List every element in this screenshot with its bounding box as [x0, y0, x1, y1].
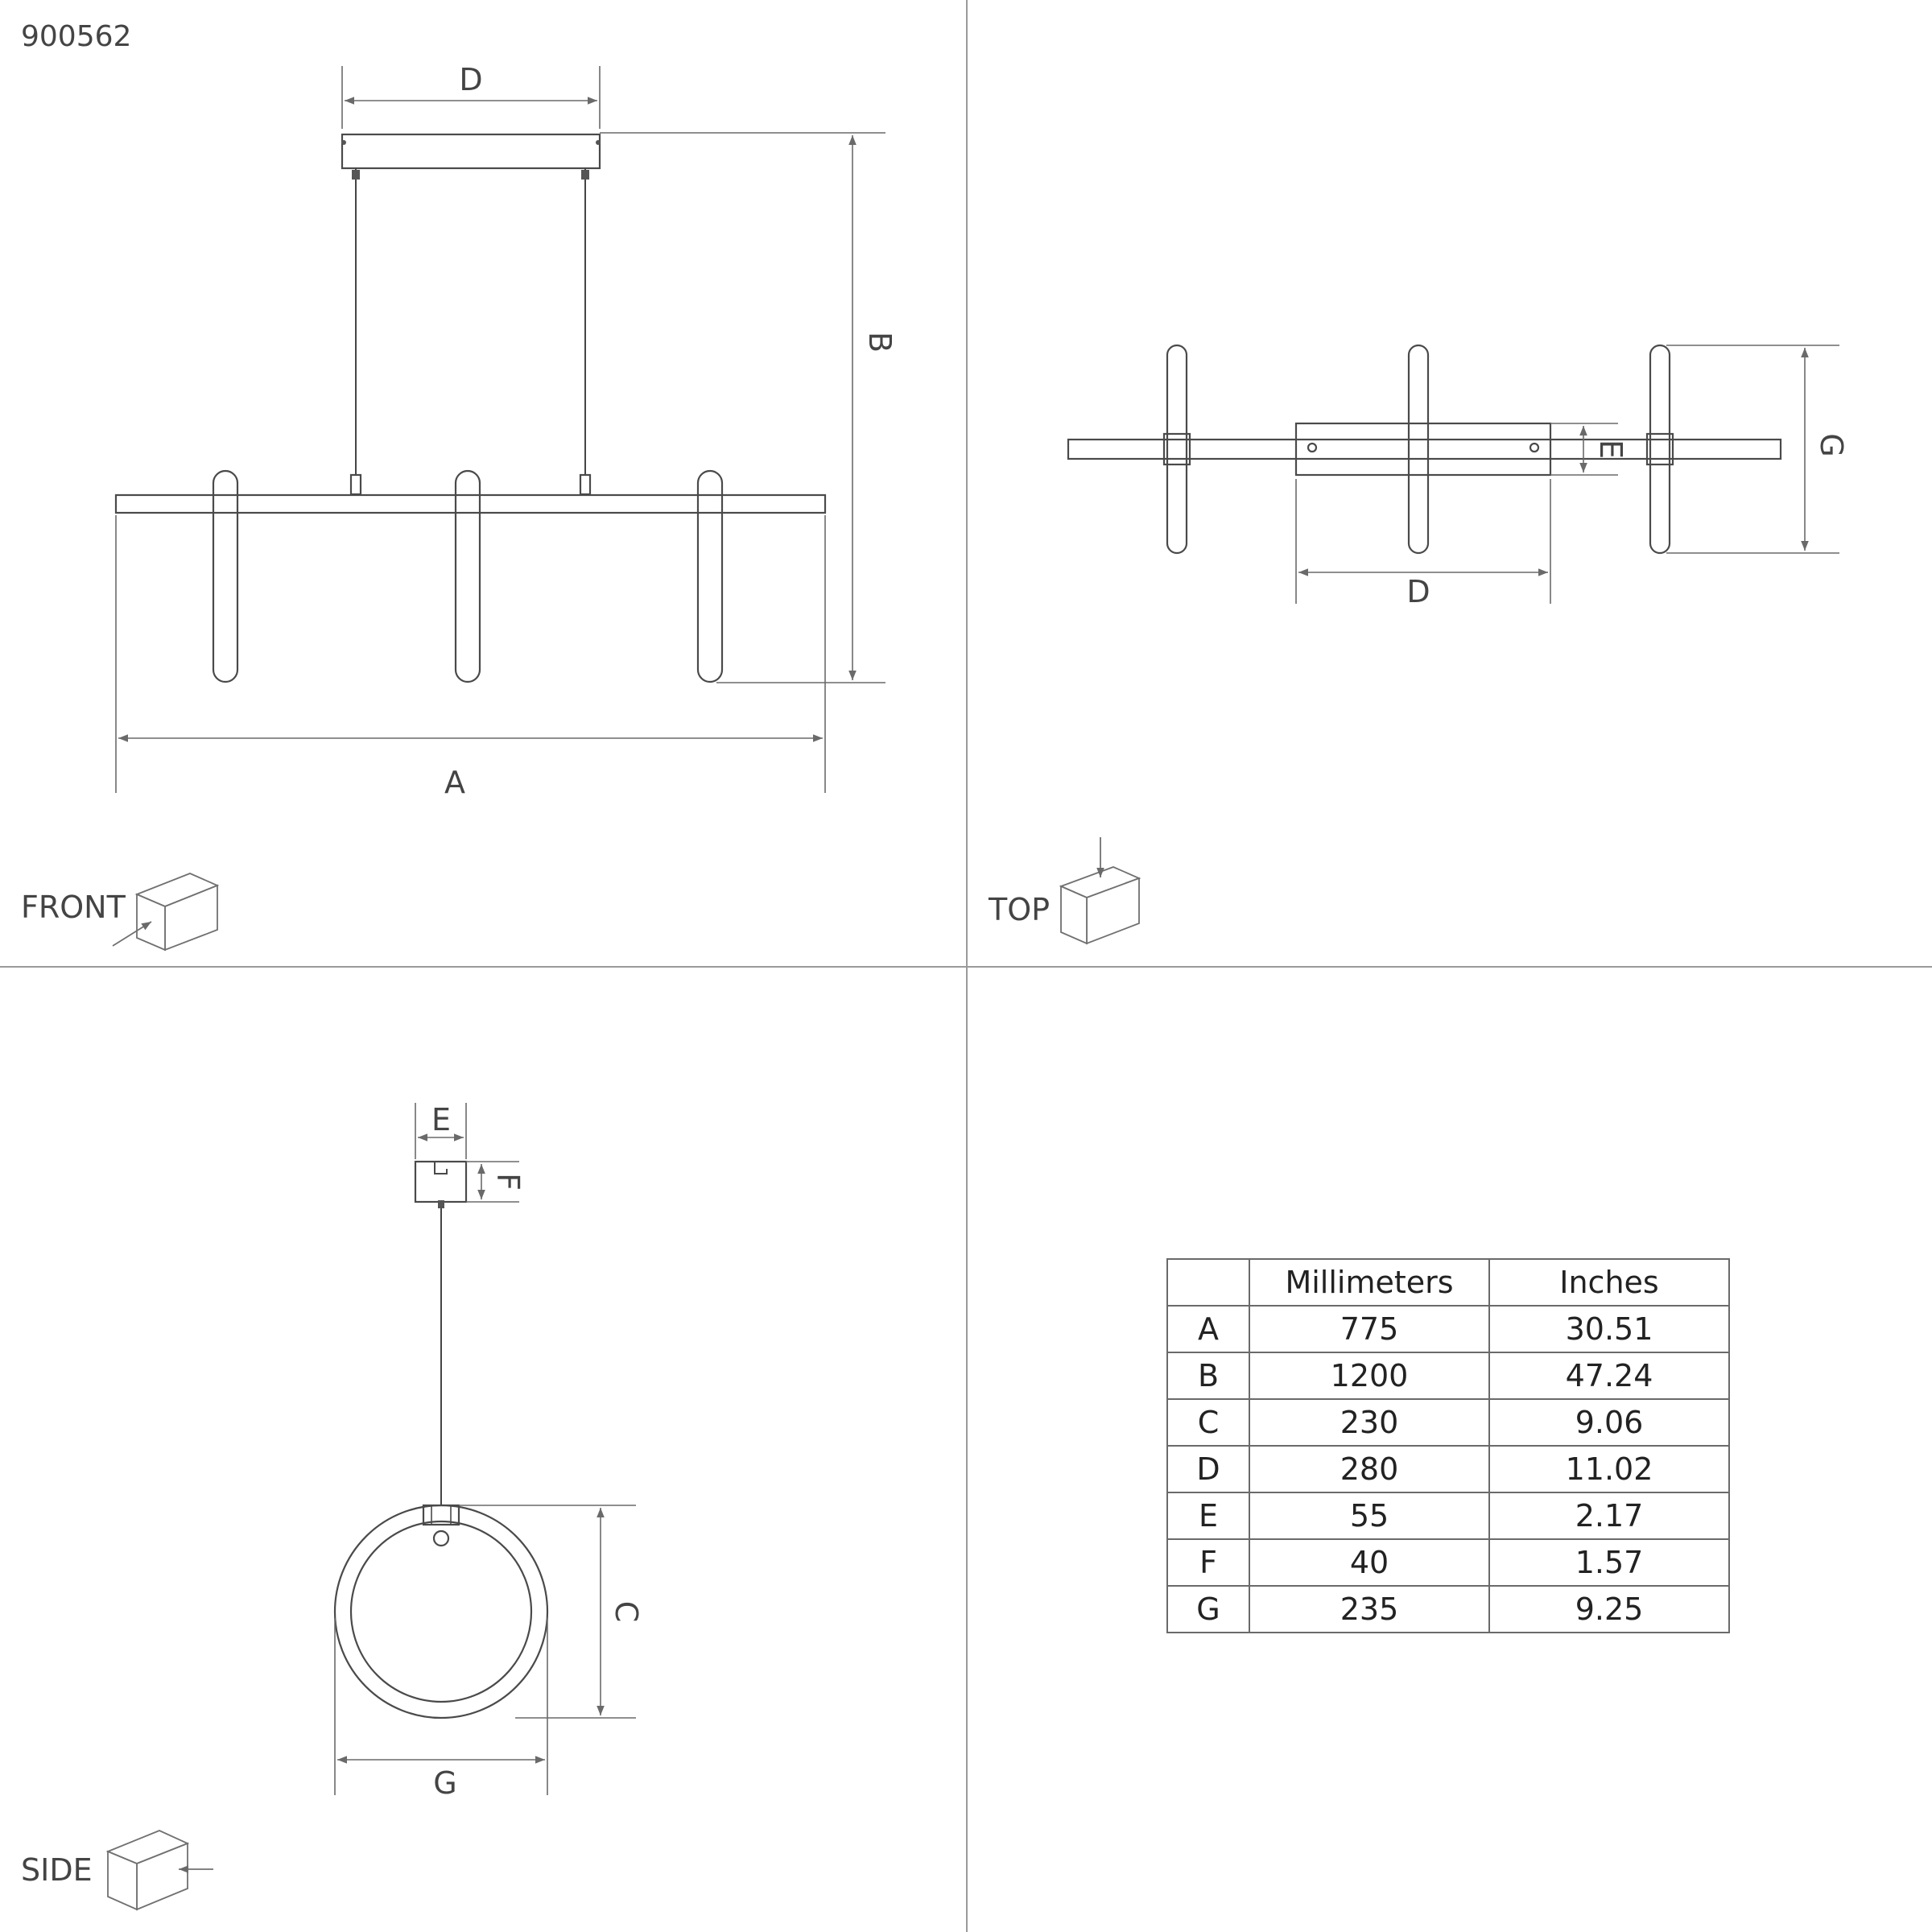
table-cell-inches: 30.51	[1488, 1305, 1730, 1353]
table-cell-inches: 47.24	[1488, 1352, 1730, 1400]
table-cell-key: B	[1166, 1352, 1250, 1400]
vertical-tube-3	[696, 469, 724, 683]
side-ring-connector	[422, 1504, 460, 1526]
top-canopy-hole-left	[1307, 442, 1318, 453]
table-header-inches: Inches	[1488, 1258, 1730, 1307]
top-bar	[1067, 438, 1782, 460]
dimension-label-b: B	[862, 332, 898, 353]
top-tube-2	[1407, 344, 1430, 555]
front-view-cube-icon	[112, 873, 220, 952]
table-cell-mm: 775	[1249, 1305, 1490, 1353]
table-cell-mm: 280	[1249, 1445, 1490, 1493]
dimension-label-d: D	[459, 62, 482, 97]
table-cell-key: C	[1166, 1398, 1250, 1447]
table-cell-inches: 2.17	[1488, 1492, 1730, 1540]
side-ring-outer	[333, 1504, 549, 1719]
top-view-label: TOP	[988, 892, 1050, 927]
vertical-tube-2	[454, 469, 481, 683]
product-code: 900562	[21, 20, 131, 53]
front-view: D B A FRONT	[21, 62, 898, 952]
side-canopy-slot	[434, 1162, 448, 1174]
side-dimension-label-f: F	[490, 1173, 526, 1191]
top-view: D E G TOP	[988, 344, 1849, 945]
table-cell-mm: 235	[1249, 1585, 1490, 1633]
table-row: F 40 1.57	[1166, 1538, 1730, 1587]
cable-grip-top-right	[581, 170, 589, 180]
top-view-cube-icon	[1059, 837, 1141, 945]
top-connector-1	[1162, 432, 1191, 466]
table-cell-inches: 1.57	[1488, 1538, 1730, 1587]
side-canopy	[414, 1160, 468, 1203]
table-cell-mm: 1200	[1249, 1352, 1490, 1400]
top-canopy	[1294, 422, 1552, 477]
table-cell-key: F	[1166, 1538, 1250, 1587]
cable-grip-right	[579, 473, 592, 496]
table-header-row: Millimeters Inches	[1166, 1258, 1730, 1307]
side-view-cube-icon	[105, 1830, 213, 1911]
canopy-screw-right	[596, 140, 601, 145]
top-canopy-hole-right	[1529, 442, 1540, 453]
side-ring-screw	[432, 1530, 450, 1547]
table-row: G 235 9.25	[1166, 1585, 1730, 1633]
horizontal-bar	[114, 493, 827, 514]
table-cell-mm: 230	[1249, 1398, 1490, 1447]
table-row: E 55 2.17	[1166, 1492, 1730, 1540]
table-cell-inches: 11.02	[1488, 1445, 1730, 1493]
top-tube-1	[1166, 344, 1188, 555]
table-cell-mm: 55	[1249, 1492, 1490, 1540]
dimensions-table: Millimeters Inches A 775 30.51 B 1200 47…	[1166, 1258, 1730, 1633]
canopy	[341, 133, 601, 170]
table-cell-mm: 40	[1249, 1538, 1490, 1587]
table-row: D 280 11.02	[1166, 1445, 1730, 1493]
table-row: B 1200 47.24	[1166, 1352, 1730, 1400]
table-header-millimeters: Millimeters	[1249, 1258, 1490, 1307]
table-cell-key: E	[1166, 1492, 1250, 1540]
top-dimension-label-e: E	[1593, 440, 1629, 459]
cable-grip-top-left	[352, 170, 360, 180]
table-cell-inches: 9.25	[1488, 1585, 1730, 1633]
side-dimension-label-e: E	[431, 1102, 451, 1137]
canopy-screw-left	[341, 140, 346, 145]
cable-grip-left	[349, 473, 362, 496]
table-cell-inches: 9.06	[1488, 1398, 1730, 1447]
side-view: E F C G SIDE	[21, 1102, 644, 1911]
table-cell-key: D	[1166, 1445, 1250, 1493]
side-ring-inner	[349, 1520, 533, 1703]
table-row: C 230 9.06	[1166, 1398, 1730, 1447]
table-cell-key: A	[1166, 1305, 1250, 1353]
top-dimension-label-d: D	[1406, 574, 1430, 609]
table-header-key	[1166, 1258, 1250, 1307]
front-view-label: FRONT	[21, 890, 126, 925]
table-row: A 775 30.51	[1166, 1305, 1730, 1353]
dimension-label-a: A	[444, 765, 465, 800]
side-dimension-label-g: G	[433, 1765, 456, 1801]
top-dimension-label-g: G	[1814, 433, 1849, 456]
side-dimension-label-c: C	[609, 1601, 644, 1623]
top-tube-3	[1649, 344, 1671, 555]
vertical-tube-1	[212, 469, 239, 683]
side-view-label: SIDE	[21, 1852, 93, 1888]
table-cell-key: G	[1166, 1585, 1250, 1633]
top-connector-3	[1645, 432, 1674, 466]
